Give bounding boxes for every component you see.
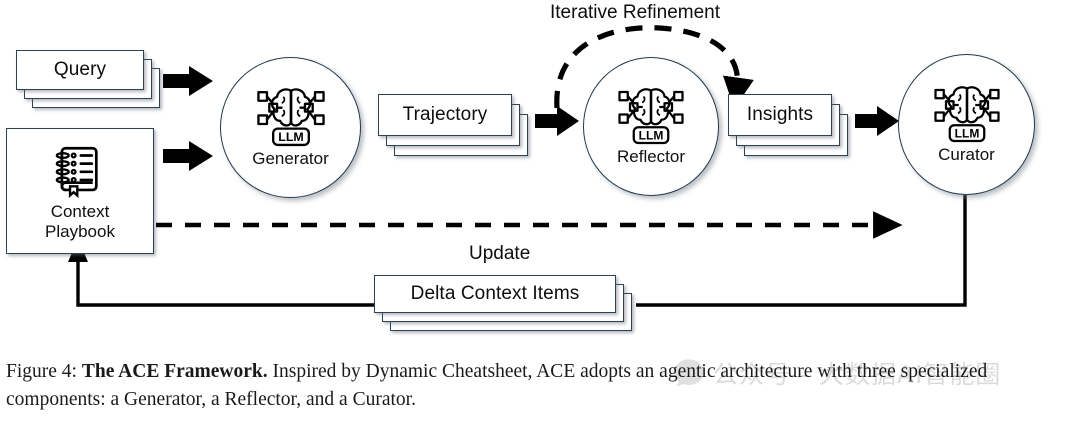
node-generator-label: Generator: [252, 149, 329, 168]
delta-card-stack: Delta Context Items: [374, 275, 644, 331]
insights-card-stack: Insights: [728, 94, 864, 162]
query-card-stack: Query: [16, 50, 168, 112]
caption-rest: Inspired by Dynamic Cheatsheet, ACE adop…: [6, 361, 988, 410]
delta-card-front: Delta Context Items: [374, 275, 616, 313]
insights-card-label: Insights: [746, 104, 814, 125]
insights-card-front: Insights: [728, 94, 832, 136]
trajectory-card-stack: Trajectory: [378, 94, 536, 160]
arrow-query-to-generator: [163, 66, 213, 96]
brain-network-icon: LLM: [252, 86, 330, 148]
arrow-trajectory-to-reflector: [535, 106, 579, 136]
brain-network-icon: LLM: [929, 84, 1005, 144]
node-generator: LLM Generator: [220, 57, 361, 198]
caption-prefix: Figure 4:: [6, 361, 82, 382]
context-playbook-caption: Context Playbook: [45, 202, 115, 240]
diagram-connectors: [68, 25, 967, 307]
node-curator: LLM Curator: [898, 54, 1035, 195]
delta-card-label: Delta Context Items: [410, 283, 580, 304]
line-curator-to-delta: [636, 195, 967, 307]
arc-iterative-refinement: [554, 25, 754, 109]
node-curator-label: Curator: [938, 145, 995, 164]
context-playbook-box: Context Playbook: [6, 128, 154, 254]
trajectory-card-label: Trajectory: [402, 104, 488, 125]
llm-badge-text: LLM: [278, 130, 303, 144]
llm-badge-text: LLM: [639, 128, 664, 142]
trajectory-card-front: Trajectory: [378, 94, 512, 136]
caption-bold-title: The ACE Framework.: [81, 361, 268, 382]
node-reflector-label: Reflector: [616, 147, 686, 166]
query-card-front: Query: [16, 50, 144, 90]
playbook-caption-line2: Playbook: [45, 221, 115, 241]
arrow-insights-to-curator: [855, 106, 899, 136]
figure-caption: Figure 4: The ACE Framework. Inspired by…: [6, 358, 1074, 413]
label-update: Update: [469, 243, 531, 264]
llm-badge-text: LLM: [954, 126, 979, 140]
playbook-caption-line1: Context: [50, 202, 110, 222]
notebook-icon: [51, 141, 109, 199]
node-reflector: LLM Reflector: [583, 57, 719, 196]
query-card-label: Query: [53, 59, 107, 80]
brain-network-icon: LLM: [613, 86, 689, 146]
label-iterative-refinement: Iterative Refinement: [550, 2, 721, 23]
arrow-playbook-to-generator: [163, 141, 213, 171]
